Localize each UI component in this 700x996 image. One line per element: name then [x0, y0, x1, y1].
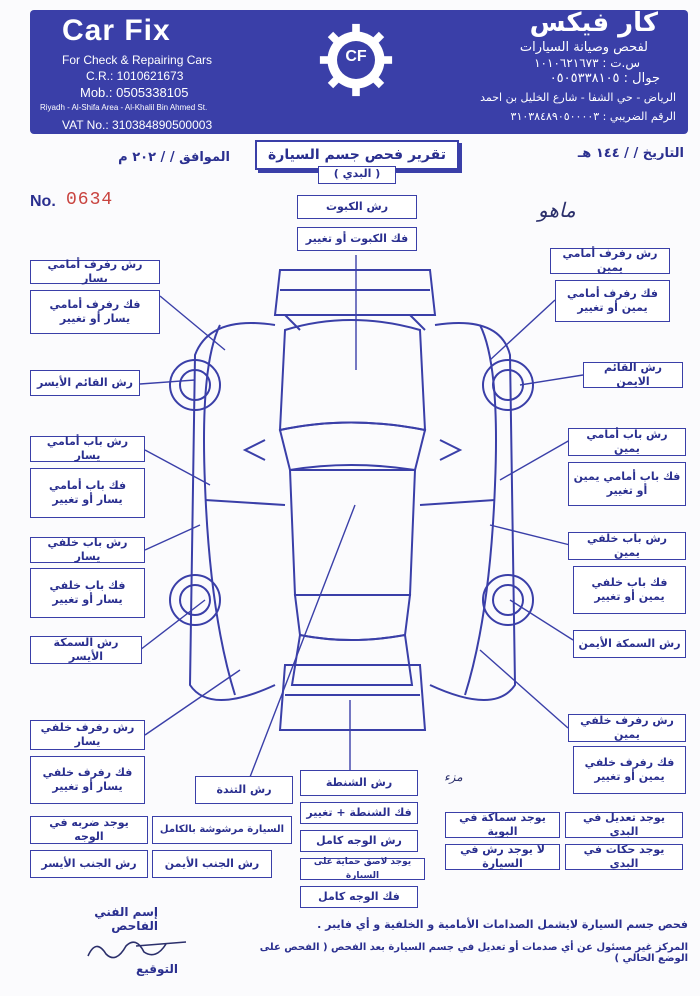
right-pillar-paint-box: رش القائم الايمن	[583, 361, 683, 388]
report-subtitle: ( البدي )	[318, 166, 396, 184]
body-adjust-box: يوجد تعديل في البدي	[565, 811, 683, 838]
hood-change-box: فك الكبوت أو تغيير	[297, 227, 417, 251]
rear-left-door-paint-box: رش باب خلفي يسار	[30, 536, 145, 563]
right-sill-paint-box: رش السمكة الأيمن	[573, 630, 686, 658]
address-en: Riyadh - Al-Shifa Area - Al-Khalil Bin A…	[40, 103, 208, 112]
front-left-door-paint-box: رش باب أمامي يسار	[30, 435, 145, 462]
brand-subtitle-en: For Check & Repairing Cars	[62, 53, 213, 67]
rear-right-door-change-box: فك باب خلفي يمين أو تغيير	[573, 566, 686, 614]
trunk-paint-box: رش الشنطة	[300, 770, 418, 796]
vat-en: VAT No.: 310384890500003	[62, 118, 213, 132]
car-diagram	[169, 269, 534, 731]
technician-name-label: إسم الفني الفاحص	[94, 905, 158, 933]
technician-signature-scribble	[46, 926, 196, 966]
date-gregorian-field: الموافق / / ٢٠٢ م	[118, 150, 230, 165]
roof-paint-box: رش التندة	[195, 776, 293, 804]
full-face-remove-box: فك الوجه كامل	[300, 886, 418, 908]
right-side-paint-box: رش الجنب الأيمن	[152, 850, 272, 878]
report-title: تقرير فحص جسم السيارة	[255, 140, 459, 170]
rear-right-fender-paint-box: رش رفرف خلفي يمين	[568, 714, 686, 742]
brand-title-ar: كار فيكس	[529, 8, 658, 38]
front-right-door-change-box: فك باب أمامي يمين أو تغيير	[568, 462, 686, 506]
front-left-fender-change-box: فك رفرف أمامي يسار أو تغيير	[30, 290, 160, 334]
left-pillar-paint-box: رش القائم الأيسر	[30, 370, 140, 396]
mobile-ar: جوال : ٠٥٠٥٣٣٨١٠٥	[549, 71, 660, 86]
brand-title-en: Car Fix	[62, 14, 171, 47]
rear-right-door-paint-box: رش باب خلفي يمين	[568, 532, 686, 560]
rear-left-door-change-box: فك باب خلفي يسار أو تغيير	[30, 568, 145, 618]
note-inspection-scope: فحص جسم السيارة لايشمل الصدامات الأمامية…	[317, 918, 688, 931]
front-right-fender-paint-box: رش رفرف أمامي يمين	[550, 247, 670, 274]
trunk-change-box: فك الشنطة + تغيير	[300, 802, 418, 824]
left-sill-paint-box: رش السمكة الأيسر	[30, 636, 142, 664]
address-ar: الرياض - حي الشفا - شارع الخليل بن احمد	[480, 91, 676, 104]
brand-subtitle-ar: لفحص وصيانة السيارات	[519, 40, 648, 55]
front-hit-box: يوجد ضربه في الوجه	[30, 816, 148, 844]
full-face-paint-box: رش الوجه كامل	[300, 830, 418, 852]
note-liability: المركز غير مسئول عن أي صدمات أو تعديل في…	[259, 942, 688, 964]
logo-text: CF	[345, 48, 367, 65]
rear-left-fender-paint-box: رش رفرف خلفي يسار	[30, 720, 145, 750]
signature-label: التوقيع	[136, 962, 178, 976]
left-side-paint-box: رش الجنب الأيسر	[30, 850, 148, 878]
no-paint-box: لا يوجد رش في السيارة	[445, 843, 560, 870]
rear-left-fender-change-box: فك رفرف خلفي يسار أو تغيير	[30, 756, 145, 804]
form-number-label: No.	[30, 193, 56, 210]
gear-logo-icon	[319, 23, 393, 97]
rear-right-fender-change-box: فك رفرف خلفي يمين أو تغيير	[573, 746, 686, 794]
cr-number-ar: س.ت : ١٠١٠٦٢١٦٧٣	[534, 56, 640, 70]
front-left-door-change-box: فك باب أمامي يسار أو تغيير	[30, 468, 145, 518]
front-right-door-paint-box: رش باب أمامي يمين	[568, 428, 686, 456]
body-scratches-box: يوجد حكات في البدي	[565, 843, 683, 870]
cr-number-en: C.R.: 1010621673	[86, 69, 184, 83]
form-number-value: 0634	[66, 190, 114, 210]
paint-thickness-box: يوجد سماكة في البوية	[445, 811, 560, 838]
protection-sticker-box: يوجد لاصق حماية على السيارة	[300, 857, 425, 881]
handwritten-note-top: ماهو	[538, 198, 576, 222]
front-right-fender-change-box: فك رفرف أمامي يمين أو تغيير	[555, 280, 670, 322]
car-fully-painted-box: السيارة مرشوشة بالكامل	[152, 816, 292, 844]
handwritten-mark: مزء	[444, 770, 463, 784]
vat-ar: الرقم الضريبي : ٣١٠٣٨٤٨٩٠٥٠٠٠٠٣	[510, 110, 676, 123]
date-hijri-field: التاريخ / / ١٤٤ هـ	[577, 146, 684, 161]
mobile-en: Mob.: 0505338105	[80, 85, 189, 100]
front-left-fender-paint-box: رش رفرف أمامي يسار	[30, 258, 160, 285]
hood-paint-box: رش الكبوت	[297, 195, 417, 219]
